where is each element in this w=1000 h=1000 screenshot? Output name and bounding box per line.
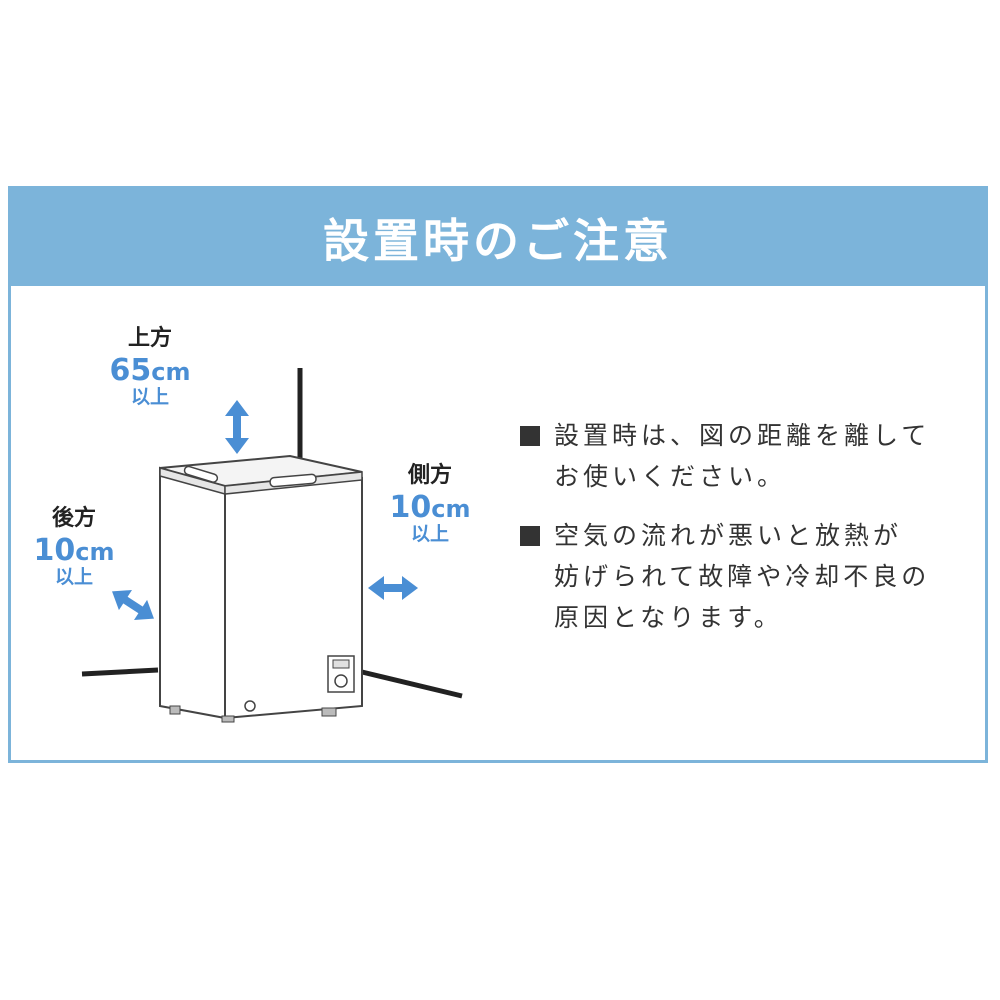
clearance-side: 側方 10cm 以上 — [380, 465, 480, 544]
double-arrow-vertical-icon — [225, 400, 249, 454]
floor-line-left — [81, 667, 159, 677]
double-arrow-horizontal-icon — [368, 576, 418, 600]
caution-notes: 設置時は、図の距離を離して お使いください。 空気の流れが悪いと放熱が 妨げられ… — [520, 415, 980, 656]
square-bullet-icon — [520, 526, 540, 546]
double-arrow-diagonal-icon — [112, 590, 154, 620]
note-text: 設置時は、図の距離を離して お使いください。 — [554, 421, 931, 491]
clearance-top-value: 65cm — [109, 353, 191, 388]
clearance-side-note: 以上 — [410, 523, 449, 545]
clearance-back-value: 10cm — [33, 533, 115, 568]
list-item: 設置時は、図の距離を離して お使いください。 — [520, 415, 980, 497]
clearance-top: 上方 65cm 以上 — [100, 328, 200, 407]
list-item: 空気の流れが悪いと放熱が 妨げられて故障や冷却不良の 原因となります。 — [520, 515, 980, 638]
page-title: 設置時のご注意 — [323, 213, 673, 268]
clearance-back: 後方 10cm 以上 — [24, 508, 124, 587]
clearance-top-direction: 上方 — [127, 326, 172, 351]
clearance-back-note: 以上 — [54, 566, 93, 588]
note-text: 空気の流れが悪いと放熱が 妨げられて故障や冷却不良の 原因となります。 — [554, 521, 931, 632]
panel-header: 設置時のご注意 — [11, 189, 985, 286]
floor-line-right — [361, 669, 463, 699]
clearance-side-direction: 側方 — [407, 463, 452, 488]
square-bullet-icon — [520, 426, 540, 446]
chest-freezer — [159, 454, 363, 723]
clearance-top-note: 以上 — [130, 386, 169, 408]
clearance-side-value: 10cm — [389, 490, 471, 525]
clearance-back-direction: 後方 — [51, 506, 96, 531]
